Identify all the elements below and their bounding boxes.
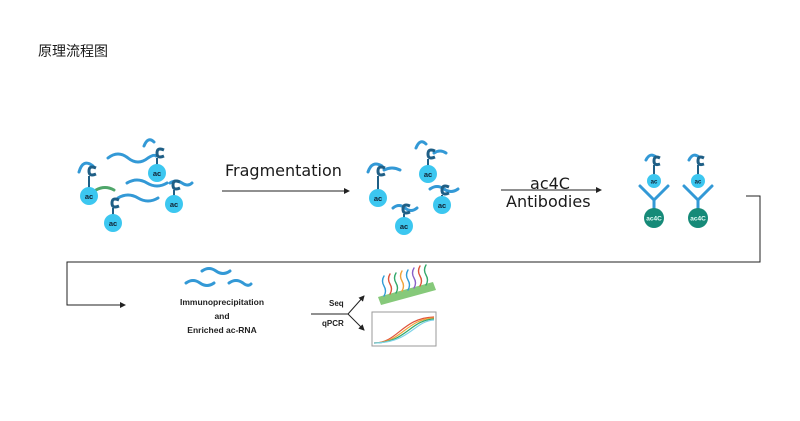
antibody-capture-group: ac ac4C ac ac4C xyxy=(638,153,714,228)
ac-bead-icon: ac xyxy=(391,203,419,235)
rna-strand-icon xyxy=(125,178,169,188)
rna-strand-icon xyxy=(227,279,253,287)
rna-strand-icon xyxy=(94,186,116,192)
ip-label-line1: Immunoprecipitation xyxy=(179,297,265,307)
svg-text:ac: ac xyxy=(424,170,432,179)
svg-text:ac: ac xyxy=(109,219,117,228)
fragmentation-label: Fragmentation xyxy=(225,161,342,180)
svg-text:ac: ac xyxy=(374,194,382,203)
ip-label-line2: and xyxy=(214,311,230,321)
ac-bead-icon: ac xyxy=(165,179,183,213)
ac-bead-icon: ac xyxy=(428,184,460,214)
rna-strand-icon xyxy=(200,267,232,275)
ac-bead-icon: ac xyxy=(366,162,402,207)
ip-label-line3: Enriched ac-RNA xyxy=(187,325,257,335)
svg-text:ac4C: ac4C xyxy=(690,216,706,223)
ac-bead-icon: ac xyxy=(414,140,448,183)
ac-bead-icon: ac xyxy=(77,161,98,205)
svg-text:ac: ac xyxy=(85,192,93,201)
branch-connector xyxy=(311,295,365,331)
ac-bead-icon: ac xyxy=(104,197,122,232)
qpcr-curve-icon xyxy=(371,311,437,347)
antibody-label-line1: ac4C xyxy=(530,174,570,193)
rna-strand-icon xyxy=(184,279,216,287)
svg-text:ac: ac xyxy=(695,180,702,186)
page-title: 原理流程图 xyxy=(38,44,108,60)
rna-strand-icon xyxy=(116,193,160,203)
enriched-rna-group xyxy=(184,267,253,287)
svg-text:ac4C: ac4C xyxy=(646,216,662,223)
qpcr-label: qPCR xyxy=(322,319,344,328)
sequencing-chip-icon xyxy=(378,264,436,305)
rna-strand-icon xyxy=(106,152,158,164)
ac-bead-icon: ac xyxy=(142,138,166,182)
antibody-icon: ac ac4C xyxy=(682,153,714,228)
intact-rna-group: ac ac ac ac xyxy=(77,138,194,232)
seq-label: Seq xyxy=(329,299,344,308)
svg-text:ac: ac xyxy=(651,180,658,186)
antibody-label-line2: Antibodies xyxy=(506,192,591,211)
fragmented-rna-group: ac ac ac ac xyxy=(366,140,460,235)
antibody-icon: ac ac4C xyxy=(638,153,670,228)
svg-text:ac: ac xyxy=(153,169,161,178)
return-connector xyxy=(66,195,761,308)
svg-text:ac: ac xyxy=(400,222,408,231)
svg-text:ac: ac xyxy=(170,200,178,209)
svg-text:ac: ac xyxy=(438,201,446,210)
